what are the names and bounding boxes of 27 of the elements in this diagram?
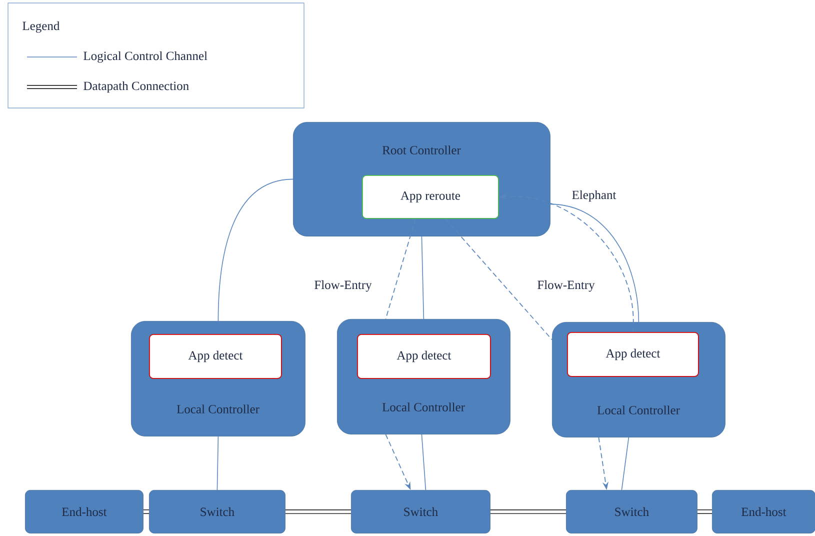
connector-line	[697, 510, 712, 514]
switch-box: Switch	[566, 490, 698, 534]
app-box: App detect	[357, 334, 491, 379]
app-box: App detect	[567, 332, 699, 377]
connector-line	[143, 510, 149, 514]
connector-line	[218, 178, 294, 322]
connector-line	[621, 437, 630, 490]
connector-line	[285, 510, 351, 514]
connector-line	[421, 434, 426, 490]
switch-box: Switch	[149, 490, 286, 534]
switch-box: Switch	[351, 490, 490, 534]
connector-line	[421, 236, 424, 320]
legend-text: Logical Control Channel	[84, 51, 208, 63]
legend-text: Datapath Connection	[84, 81, 189, 93]
switch-box: End-host	[25, 490, 144, 534]
connector-line	[216, 436, 219, 490]
app-box: App detect	[149, 334, 282, 379]
legend-title: Legend	[22, 21, 60, 33]
edge-label: Flow-Entry	[536, 279, 596, 293]
connector-line	[445, 218, 552, 340]
connector-line	[490, 510, 566, 514]
switch-box: End-host	[712, 490, 815, 534]
app-box: App reroute	[362, 175, 499, 219]
connector-line	[550, 204, 640, 322]
edge-label: Elephant	[570, 189, 618, 203]
edge-label: Flow-Entry	[313, 279, 373, 293]
connector-line	[385, 218, 416, 320]
